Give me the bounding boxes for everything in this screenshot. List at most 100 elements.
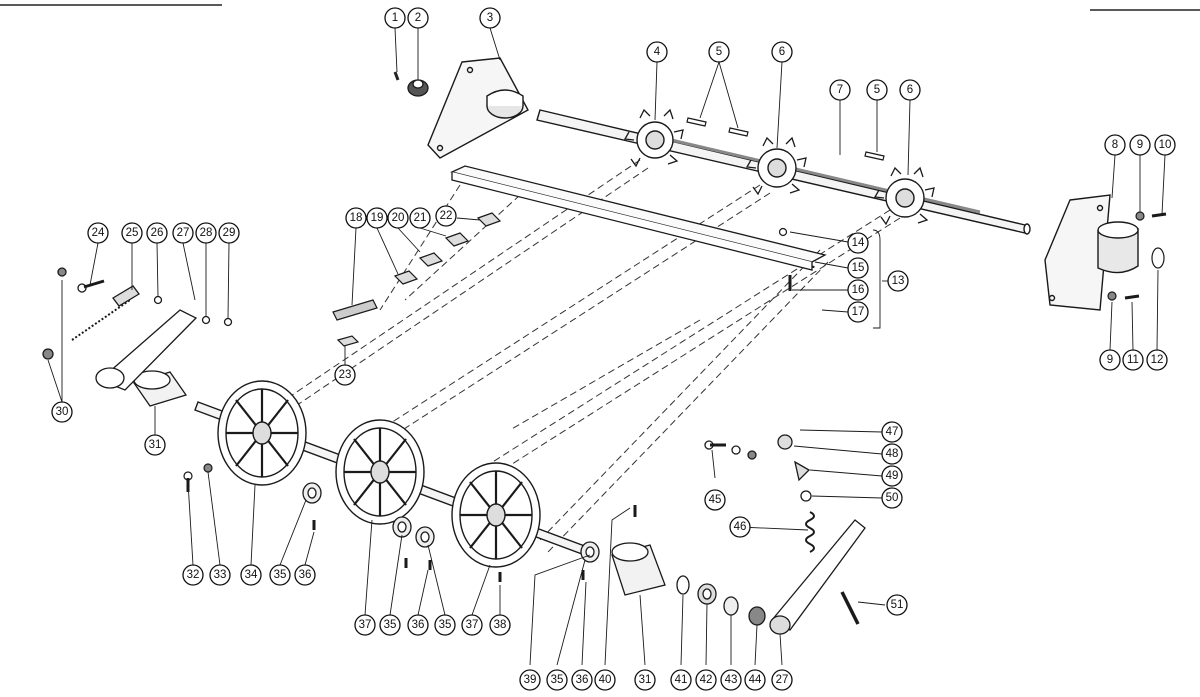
- svg-text:49: 49: [886, 470, 899, 482]
- callout-9a: 9: [1129, 134, 1151, 156]
- callouts: 1 2 3 4 5 6 7 5 6 8 9 10 24 25 26 27 28 …: [51, 7, 1176, 691]
- svg-text:30: 30: [56, 406, 69, 418]
- svg-text:12: 12: [1151, 354, 1164, 366]
- svg-text:50: 50: [886, 492, 899, 504]
- callout-17: 17: [847, 301, 869, 323]
- chain-guide-15: [450, 165, 827, 271]
- callout-51: 51: [886, 594, 908, 616]
- callout-15: 15: [847, 257, 869, 279]
- svg-text:44: 44: [749, 674, 762, 686]
- star-wheel-37a: [335, 419, 425, 525]
- svg-text:20: 20: [392, 212, 405, 224]
- svg-text:18: 18: [350, 212, 363, 224]
- callout-35a: 35: [269, 564, 291, 586]
- svg-text:6: 6: [779, 46, 785, 58]
- callout-50: 50: [881, 487, 903, 509]
- callout-6b: 6: [899, 79, 921, 101]
- callout-26: 26: [146, 222, 168, 244]
- svg-text:4: 4: [654, 46, 661, 58]
- callout-47: 47: [881, 421, 903, 443]
- callout-13: 13: [887, 270, 909, 292]
- svg-text:36: 36: [412, 619, 425, 631]
- star-wheel-34: [217, 380, 307, 486]
- svg-text:37: 37: [359, 619, 372, 631]
- svg-text:5: 5: [716, 46, 722, 58]
- callout-31a: 31: [144, 434, 166, 456]
- callout-42: 42: [695, 669, 717, 691]
- svg-text:38: 38: [494, 619, 507, 631]
- svg-text:40: 40: [599, 674, 612, 686]
- svg-text:22: 22: [440, 210, 453, 222]
- bearing-2: [407, 79, 429, 97]
- svg-text:16: 16: [852, 284, 865, 296]
- callout-38: 38: [489, 614, 511, 636]
- svg-text:1: 1: [392, 12, 398, 24]
- svg-text:35: 35: [439, 619, 452, 631]
- callout-20: 20: [387, 207, 409, 229]
- callout-4: 4: [646, 41, 668, 63]
- svg-text:6: 6: [907, 84, 913, 96]
- svg-text:8: 8: [1112, 139, 1118, 151]
- svg-text:36: 36: [299, 569, 312, 581]
- svg-text:27: 27: [177, 227, 190, 239]
- callout-30: 30: [51, 401, 73, 423]
- svg-text:14: 14: [852, 237, 865, 249]
- svg-text:45: 45: [709, 494, 722, 506]
- callout-23: 23: [334, 364, 356, 386]
- fasteners-9-10-11-12: [1107, 211, 1167, 301]
- callout-12: 12: [1146, 349, 1168, 371]
- svg-text:19: 19: [371, 212, 384, 224]
- callout-40: 40: [594, 669, 616, 691]
- callout-27a: 27: [172, 222, 194, 244]
- svg-text:43: 43: [725, 674, 738, 686]
- svg-text:27: 27: [776, 674, 789, 686]
- callout-5a: 5: [708, 41, 730, 63]
- callout-35d: 35: [546, 669, 568, 691]
- upper-sprocket-6b: [873, 166, 935, 226]
- callout-36a: 36: [294, 564, 316, 586]
- svg-text:51: 51: [891, 599, 904, 611]
- callout-7: 7: [829, 79, 851, 101]
- callout-14: 14: [847, 232, 869, 254]
- callout-44: 44: [744, 669, 766, 691]
- svg-text:42: 42: [700, 674, 713, 686]
- upper-sprocket-4: [623, 108, 684, 168]
- callout-3: 3: [479, 7, 501, 29]
- svg-text:29: 29: [223, 227, 236, 239]
- svg-text:15: 15: [852, 262, 865, 274]
- callout-8: 8: [1104, 134, 1126, 156]
- svg-text:34: 34: [245, 569, 258, 581]
- svg-text:46: 46: [734, 521, 747, 533]
- svg-text:24: 24: [92, 227, 105, 239]
- svg-text:25: 25: [126, 227, 139, 239]
- callout-10: 10: [1154, 134, 1176, 156]
- keys-5: [686, 117, 885, 161]
- star-wheel-37b: [451, 462, 541, 568]
- callout-37b: 37: [461, 614, 483, 636]
- svg-text:17: 17: [852, 306, 865, 318]
- chain-links-18-23: [332, 212, 502, 347]
- callout-34: 34: [240, 564, 262, 586]
- callout-16: 16: [847, 279, 869, 301]
- svg-text:28: 28: [200, 227, 213, 239]
- callout-41: 41: [670, 669, 692, 691]
- bearing-plate-left: [427, 57, 529, 159]
- callout-36b: 36: [407, 614, 429, 636]
- callout-21: 21: [409, 207, 431, 229]
- assembly-dashed-lines: [269, 159, 901, 553]
- linkage-24-30: [42, 267, 233, 391]
- callout-9b: 9: [1099, 349, 1121, 371]
- svg-text:23: 23: [339, 369, 352, 381]
- tension-arm-assembly: [704, 434, 866, 635]
- svg-text:21: 21: [414, 212, 427, 224]
- callout-29: 29: [218, 222, 240, 244]
- upper-sprocket-6a: [745, 136, 807, 196]
- callout-24: 24: [87, 222, 109, 244]
- svg-text:3: 3: [487, 12, 493, 24]
- callout-6a: 6: [771, 41, 793, 63]
- callout-28: 28: [195, 222, 217, 244]
- callout-31b: 31: [634, 669, 656, 691]
- upper-shaft-assembly: [536, 108, 1031, 235]
- svg-text:10: 10: [1159, 139, 1172, 151]
